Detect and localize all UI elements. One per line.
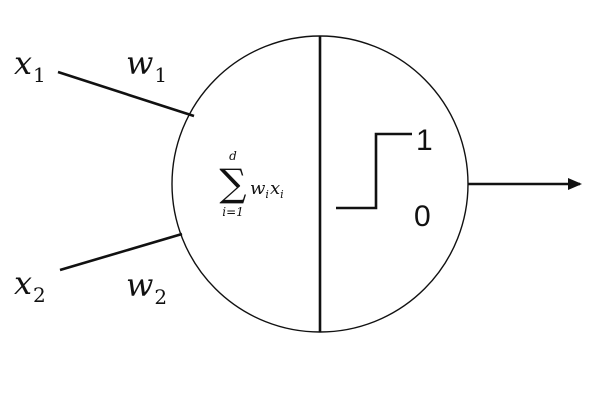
weight-label-w2: w2 (126, 266, 167, 309)
input-label-x2: x2 (14, 264, 46, 307)
step-label-low: 0 (414, 200, 431, 233)
summation-upper-limit: d (229, 149, 237, 163)
summation-sigma: ∑ (219, 161, 246, 205)
input-label-x1: x1 (14, 44, 46, 87)
summation-lower-limit: i=1 (222, 205, 244, 219)
step-function-curve (336, 132, 412, 210)
input-edge-2 (59, 232, 183, 272)
weight-label-w1: w1 (126, 44, 167, 87)
summation-term: wixi (250, 178, 284, 201)
step-label-high: 1 (416, 124, 433, 157)
input-edge-1 (57, 70, 195, 118)
